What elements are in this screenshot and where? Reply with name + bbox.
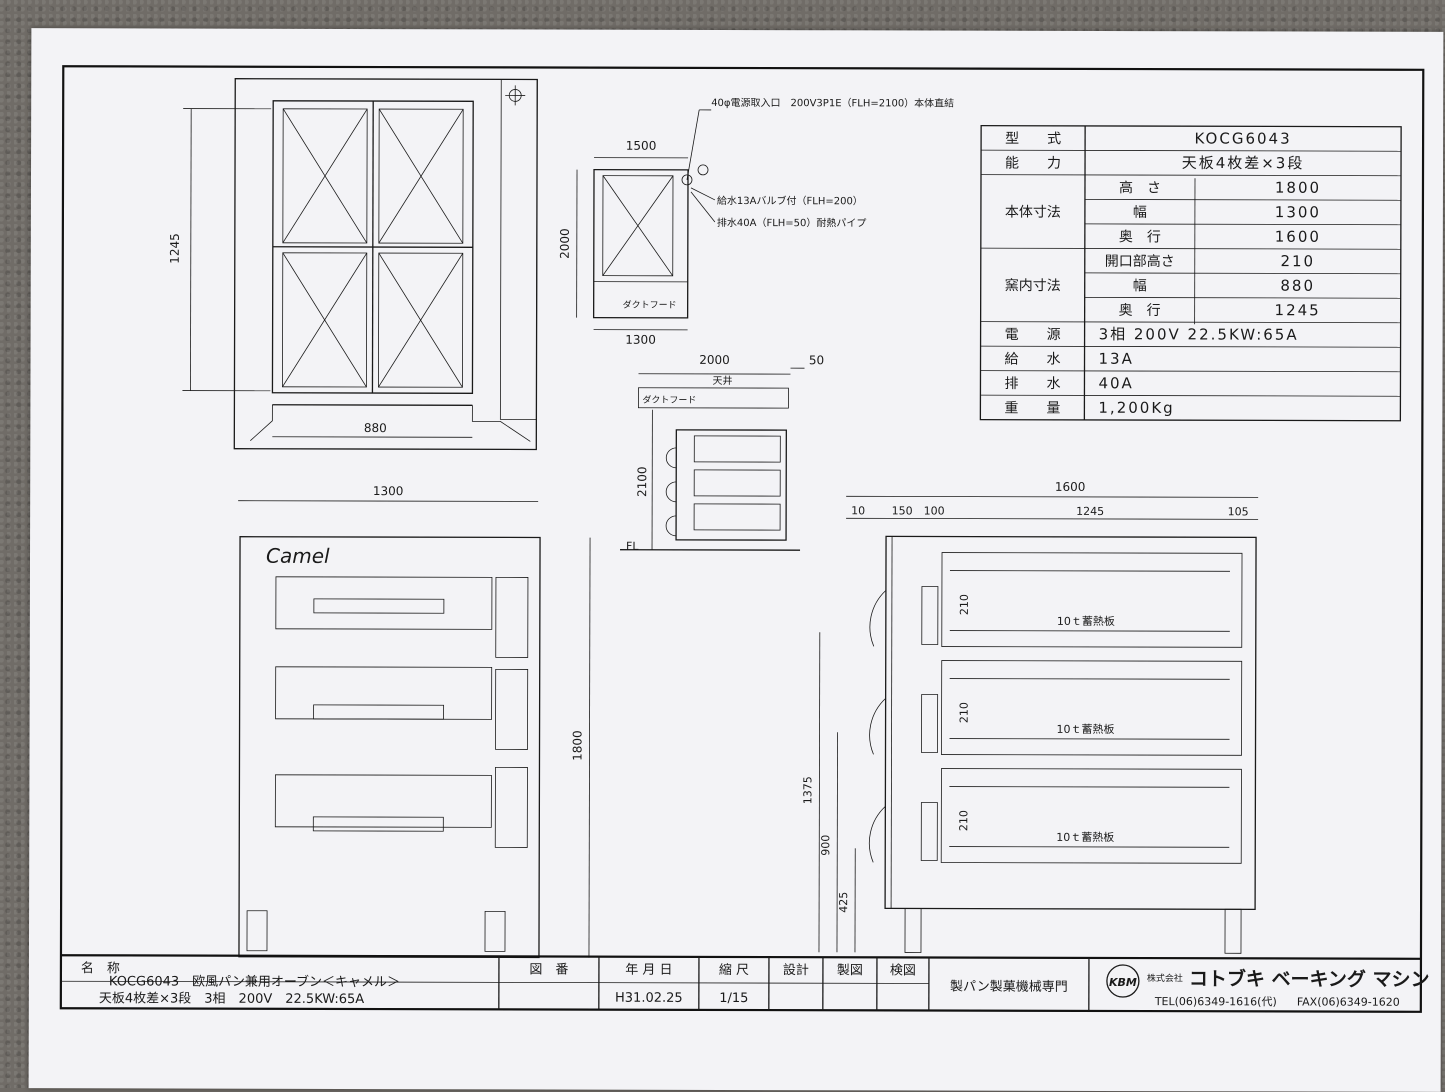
spec-value: 3相 200V 22.5KW:65A xyxy=(1099,325,1299,344)
front-view: 1300 Camel 1800 xyxy=(237,484,590,958)
scale-value: 1/15 xyxy=(719,991,748,1006)
spec-sublabel: 奥 行 xyxy=(1119,228,1161,245)
drawing-border xyxy=(61,66,1423,1012)
draft-label: 製図 xyxy=(837,963,863,978)
side-floor-label: FL xyxy=(626,540,639,553)
spec-row-divider xyxy=(1085,224,1401,225)
spec-sublabel: 奥 行 xyxy=(1119,302,1161,319)
spec-row-divider xyxy=(980,395,1400,396)
spec-label: 能 力 xyxy=(1005,155,1061,171)
spec-value: 1600 xyxy=(1275,228,1321,246)
spec-row-divider xyxy=(1085,199,1401,200)
seg-1: 150 xyxy=(892,504,913,517)
scale-label: 縮 尺 xyxy=(719,962,749,978)
spec-value: 1245 xyxy=(1275,301,1321,319)
height-425: 425 xyxy=(837,892,850,913)
name-line2: 天板4枚差×3段 3相 200V 22.5KW:65A xyxy=(99,991,364,1007)
company-tel: TEL(06)6349-1616(代) xyxy=(1154,995,1277,1008)
seg-0: 10 xyxy=(851,504,865,517)
section-view: 1600 10 150 100 1245 105 210 210 210 10ｔ… xyxy=(801,479,1258,953)
spec-value: 210 xyxy=(1280,252,1315,270)
power-inlet-note: 40φ電源取入口 200V3P1E（FLH=2100）本体直結 xyxy=(711,96,954,110)
spec-label: 排 水 xyxy=(1004,376,1060,392)
seg-3: 1245 xyxy=(1076,505,1104,518)
company-badge: KBM xyxy=(1109,976,1137,989)
deck3-height: 210 xyxy=(957,810,970,831)
height-1375: 1375 xyxy=(801,776,814,804)
spec-value: 40A xyxy=(1098,374,1133,392)
spec-label: 電 源 xyxy=(1005,327,1061,343)
company-logo: KBM xyxy=(1107,965,1139,997)
spec-label: 本体寸法 xyxy=(1005,204,1061,220)
drawing-svg: 1245 880 1500 2000 1300 ダクトフード 40φ電源取入口 … xyxy=(29,28,1444,1092)
company-fax: FAX(06)6349-1620 xyxy=(1297,995,1400,1008)
top-width-dim: 880 xyxy=(364,421,387,435)
company-prefix: 株式会社 xyxy=(1147,972,1183,984)
spec-value: 13A xyxy=(1099,350,1134,368)
spec-value: 880 xyxy=(1280,277,1315,295)
spec-value: 天板4枚差×3段 xyxy=(1182,154,1305,172)
brand-logo: Camel xyxy=(266,544,330,568)
date-value: H31.02.25 xyxy=(615,991,683,1006)
front-width-dim: 1300 xyxy=(373,484,404,498)
spec-value: KOCG6043 xyxy=(1195,129,1292,147)
spec-row-divider xyxy=(981,346,1401,347)
spec-row-divider xyxy=(981,322,1401,323)
plan-duct-label: ダクトフード xyxy=(623,299,677,311)
design-label: 設計 xyxy=(783,962,809,978)
top-depth-dim: 1245 xyxy=(168,233,182,264)
spec-row-divider xyxy=(981,175,1401,176)
company-tagline: 製パン製菓機械専門 xyxy=(950,980,1068,995)
spec-row-divider xyxy=(1085,297,1401,298)
deck1-height: 210 xyxy=(958,594,971,615)
spec-label: 窯内寸法 xyxy=(1005,277,1061,294)
spec-sublabel: 幅 xyxy=(1133,278,1147,294)
company-name: コトブキ ベーキング マシン xyxy=(1189,967,1430,991)
deck3-label: 10ｔ蓄熱板 xyxy=(1056,830,1114,844)
drain-note: 排水40A（FLH=50）耐熱パイプ xyxy=(717,216,867,229)
spec-sublabel: 開口部高さ xyxy=(1105,253,1175,270)
water-supply-note: 給水13Aバルブ付（FLH=200） xyxy=(717,194,863,207)
spec-sublabel: 幅 xyxy=(1133,205,1147,221)
check-label: 検図 xyxy=(890,963,916,978)
plan-height: 2000 xyxy=(558,228,572,259)
top-view: 1245 880 xyxy=(167,79,537,450)
spec-row-divider xyxy=(981,150,1401,151)
plan-view: 1500 2000 1300 ダクトフード 40φ電源取入口 200V3P1E（… xyxy=(558,96,955,348)
spec-label: 重 量 xyxy=(1004,400,1060,416)
height-900: 900 xyxy=(819,835,832,856)
deck2-label: 10ｔ蓄熱板 xyxy=(1057,722,1115,736)
spec-sublabel: 高 さ xyxy=(1119,179,1161,196)
side-ceiling: 天井 xyxy=(712,374,732,387)
seg-2: 100 xyxy=(924,504,945,517)
drawing-no-label: 図 番 xyxy=(529,962,568,977)
date-label: 年 月 日 xyxy=(625,963,672,978)
spec-row-divider xyxy=(980,371,1400,372)
section-total-dim: 1600 xyxy=(1055,480,1086,494)
side-width-dim: 2000 xyxy=(699,353,730,367)
deck2-height: 210 xyxy=(958,702,971,723)
deck1-label: 10ｔ蓄熱板 xyxy=(1057,614,1115,628)
title-block: 名 称 KOCG6043 欧風パン兼用オーブン＜キャメル＞ 天板4枚差×3段 3… xyxy=(61,955,1430,1012)
side-height-dim: 2100 xyxy=(635,466,649,497)
spec-row-divider xyxy=(981,248,1401,249)
name-line1: KOCG6043 欧風パン兼用オーブン＜キャメル＞ xyxy=(109,973,400,990)
plan-width-top: 1500 xyxy=(626,139,657,153)
spec-label: 給 水 xyxy=(1005,351,1061,367)
spec-value: 1800 xyxy=(1275,179,1321,197)
spec-row-divider xyxy=(1085,273,1401,274)
drawing-sheet: 1245 880 1500 2000 1300 ダクトフード 40φ電源取入口 … xyxy=(29,28,1444,1092)
spec-label: 型 式 xyxy=(1005,131,1061,147)
side-duct: ダクトフード xyxy=(642,394,696,406)
side-small-view: 2000 50 天井 ダクトフード 2100 FL xyxy=(620,353,824,554)
front-height-dim: 1800 xyxy=(570,730,584,761)
plan-width-bottom: 1300 xyxy=(625,333,656,347)
spec-value: 1,200Kg xyxy=(1098,399,1174,417)
spec-value: 1300 xyxy=(1275,203,1321,221)
side-gap-dim: 50 xyxy=(809,353,824,367)
seg-4: 105 xyxy=(1228,505,1249,518)
